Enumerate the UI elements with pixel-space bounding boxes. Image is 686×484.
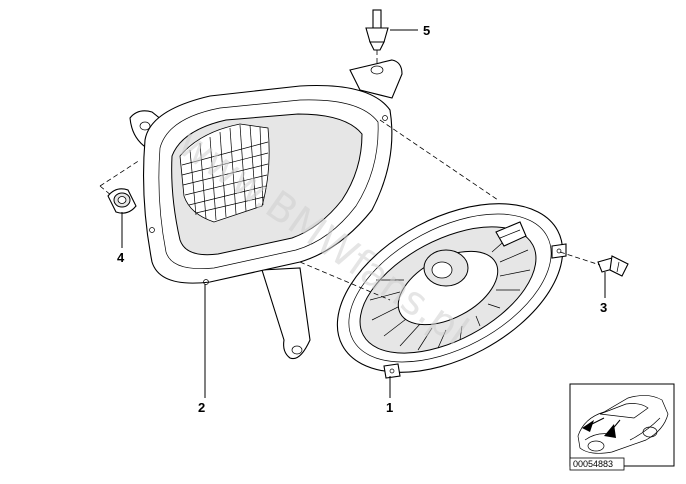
reference-number: 00054883: [573, 459, 613, 469]
vehicle-location-inset: 00054883: [569, 383, 675, 471]
expanding-rivet: [365, 9, 389, 51]
callout-1: 1: [386, 400, 393, 415]
speaker-housing: [129, 59, 403, 360]
nut: [107, 188, 137, 214]
callout-5: 5: [423, 23, 430, 38]
assembly-lines: [99, 50, 601, 301]
loudspeaker: [336, 203, 567, 379]
callout-2: 2: [198, 400, 205, 415]
callout-3: 3: [600, 300, 607, 315]
leader-lines: [121, 29, 606, 398]
callout-4: 4: [117, 250, 125, 265]
speaker-grille-mesh: [179, 123, 270, 223]
screw: [597, 255, 629, 277]
location-arrow-icon: [582, 417, 621, 438]
